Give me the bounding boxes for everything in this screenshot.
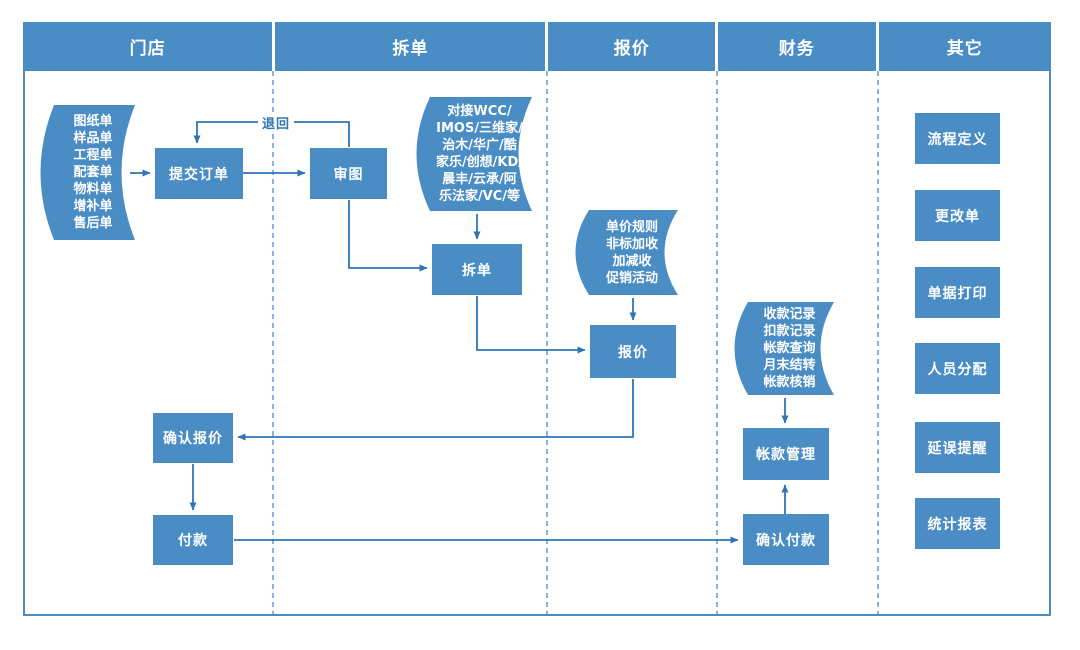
lane-header-split: 拆单: [275, 22, 546, 71]
node-other-staff-assignment: 人员分配: [915, 343, 1000, 394]
node-other-process-definition: 流程定义: [915, 113, 1000, 164]
doc-line: 售后单: [73, 216, 113, 231]
doc-pricing-rules-text: 单价规则 非标加收 加减收 促销活动: [583, 208, 681, 297]
doc-line: 家乐/创想/KD/: [435, 155, 524, 170]
lane-header-store: 门店: [23, 22, 273, 71]
doc-line: 非标加收: [605, 236, 658, 252]
lane-header-other: 其它: [878, 22, 1051, 71]
node-quote: 报价: [590, 325, 676, 378]
connector-split-to-quote: [476, 296, 586, 354]
doc-line: 乐法家/VC/等: [438, 189, 521, 204]
doc-line: 收款记录: [763, 307, 816, 322]
doc-line: 治木/华广/酷: [442, 138, 517, 153]
doc-line: 增补单: [73, 199, 113, 214]
doc-line: IMOS/三维家/: [436, 121, 523, 136]
document-shape: [575, 210, 678, 295]
node-split-order: 拆单: [432, 244, 522, 295]
doc-store-order-types-text: 图纸单 样品单 工程单 配套单 物料单 增补单 售后单: [48, 103, 138, 242]
node-other-delay-reminder: 延误提醒: [915, 422, 1000, 473]
doc-line: 帐款核销: [763, 375, 816, 390]
document-shape: [416, 97, 532, 211]
node-other-statistics-report: 统计报表: [915, 498, 1000, 549]
node-confirm-quote: 确认报价: [153, 413, 233, 463]
node-other-doc-printing: 单据打印: [915, 267, 1000, 318]
doc-pricing-rules: 单价规则 非标加收 加减收 促销活动: [575, 208, 683, 297]
node-account-mgmt: 帐款管理: [743, 428, 829, 480]
doc-store-order-types: 图纸单 样品单 工程单 配套单 物料单 增补单 售后单: [40, 103, 140, 242]
node-submit-order: 提交订单: [155, 148, 243, 199]
doc-integration-systems: 对接WCC/ IMOS/三维家/ 治木/华广/酷 家乐/创想/KD/ 晨丰/云承…: [416, 95, 537, 213]
doc-line: 物料单: [73, 182, 113, 197]
node-review-drawing: 审图: [310, 148, 387, 199]
connector-review-to-split: [348, 200, 428, 272]
lane-header-row: 门店 拆单 报价 财务 其它: [23, 22, 1051, 71]
doc-line: 样品单: [73, 131, 113, 146]
doc-line: 对接WCC/: [447, 104, 512, 119]
doc-line: 单价规则: [605, 219, 658, 235]
doc-line: 扣款记录: [763, 324, 816, 339]
doc-line: 加减收: [612, 253, 652, 269]
node-payment: 付款: [153, 515, 233, 565]
lane-header-quote: 报价: [548, 22, 715, 71]
node-other-change-order: 更改单: [915, 190, 1000, 241]
doc-line: 图纸单: [73, 114, 113, 129]
doc-line: 促销活动: [605, 270, 658, 286]
return-flow-label: 退回: [258, 113, 294, 132]
lane-header-finance: 财务: [717, 22, 876, 71]
doc-finance-records: 收款记录 扣款记录 帐款查询 月末结转 帐款核销: [734, 300, 839, 397]
doc-line: 工程单: [73, 148, 113, 163]
doc-line: 晨丰/云承/阿: [442, 172, 517, 187]
node-confirm-payment: 确认付款: [743, 514, 829, 565]
doc-line: 帐款查询: [763, 341, 816, 356]
connector-quote-to-confirmquote: [237, 379, 634, 441]
lane-divider-lines: [272, 71, 879, 614]
document-shape: [734, 302, 834, 395]
doc-line: 配套单: [73, 165, 113, 180]
doc-finance-records-text: 收款记录 扣款记录 帐款查询 月末结转 帐款核销: [742, 300, 837, 397]
document-shape: [40, 105, 135, 240]
doc-line: 月末结转: [763, 358, 816, 373]
doc-integration-systems-text: 对接WCC/ IMOS/三维家/ 治木/华广/酷 家乐/创想/KD/ 晨丰/云承…: [424, 95, 535, 213]
